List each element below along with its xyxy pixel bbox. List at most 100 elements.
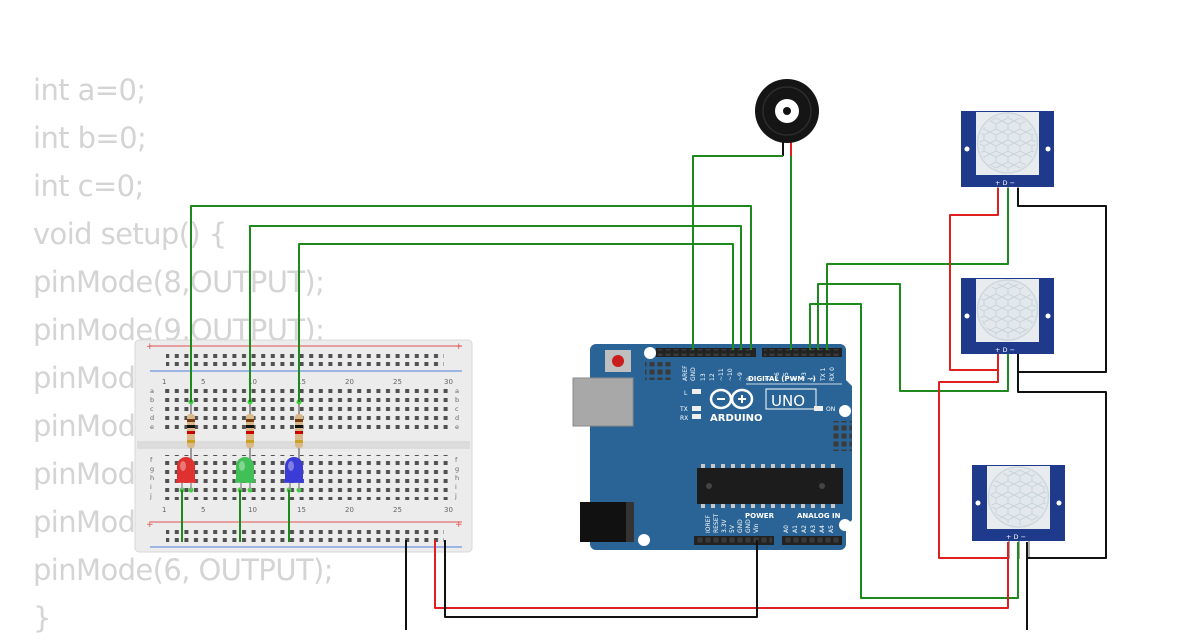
row-letter: f xyxy=(150,456,153,464)
led-green xyxy=(235,457,255,490)
code-line: pinMode(6, OUTPUT); xyxy=(33,553,334,587)
wire-pir2-ground xyxy=(1017,354,1107,559)
wire-pir-power xyxy=(949,188,999,371)
power-pin-label: GND xyxy=(737,519,744,533)
code-line: int b=0; xyxy=(33,121,147,155)
led-red xyxy=(176,457,196,490)
row-letter: e xyxy=(455,423,459,431)
analog-pin-label: A0 xyxy=(783,525,790,533)
mounting-hole xyxy=(638,534,650,546)
resistor xyxy=(246,402,254,460)
digital-pin-label: ~9 xyxy=(737,372,744,381)
chip-pin xyxy=(811,504,815,508)
chip-pin xyxy=(831,464,835,468)
breadboard-holes-bottom xyxy=(160,455,450,500)
chip-pin xyxy=(831,504,835,508)
power-pin-label: Vin xyxy=(753,523,760,533)
power-pin-label: GND xyxy=(745,519,752,533)
row-letter: i xyxy=(455,483,457,491)
column-number: 10 xyxy=(248,506,257,514)
wire-pir3-signal xyxy=(809,303,1019,599)
column-number: 30 xyxy=(444,506,453,514)
mounting-hole xyxy=(839,405,851,417)
row-letter: j xyxy=(454,492,457,500)
pir-pin-labels: + D − xyxy=(1006,533,1026,541)
column-number: 1 xyxy=(162,506,166,514)
row-letter: g xyxy=(455,465,459,473)
digital-pin-label: 2 xyxy=(810,377,817,381)
wire-led-red-signal xyxy=(190,205,752,402)
chip-pin xyxy=(731,464,735,468)
rail-plus-icon: + xyxy=(455,342,463,352)
chip-pin xyxy=(711,464,715,468)
column-number: 15 xyxy=(297,506,306,514)
row-letter: h xyxy=(455,474,459,482)
chip-pin xyxy=(781,464,785,468)
digital-pin-label: 12 xyxy=(709,373,716,381)
analog-pin-label: A3 xyxy=(810,525,817,533)
microcontroller-chip xyxy=(697,468,843,504)
analog-pin-label: A5 xyxy=(828,525,835,533)
wire-led-green-signal xyxy=(249,225,742,402)
arduino-brand: ARDUINO xyxy=(710,413,762,424)
resistor xyxy=(295,402,303,460)
chip-pin xyxy=(771,504,775,508)
led-blue xyxy=(284,457,304,490)
digital-label: DIGITAL (PWM ~) xyxy=(748,375,816,383)
wire-pir1-signal xyxy=(826,188,1009,350)
chip-pin xyxy=(781,504,785,508)
chip-pin xyxy=(801,464,805,468)
arduino-model: UNO xyxy=(771,392,805,410)
chip-pin xyxy=(731,504,735,508)
column-number: 1 xyxy=(162,378,166,386)
chip-pin xyxy=(721,464,725,468)
chip-pin xyxy=(741,504,745,508)
digital-pin-label: 4 xyxy=(792,377,799,381)
arduino-infinity-logo xyxy=(709,388,754,410)
column-number: 5 xyxy=(201,378,205,386)
led-tx xyxy=(692,406,701,411)
power-pin-label: 5V xyxy=(729,524,736,533)
chip-pin xyxy=(771,464,775,468)
wire-pir-power xyxy=(938,354,1008,559)
chip-pin xyxy=(791,464,795,468)
power-jack xyxy=(580,502,634,542)
chip-pin xyxy=(821,504,825,508)
digital-pin-label: ~11 xyxy=(718,368,725,381)
chip-pin xyxy=(811,464,815,468)
led-tx-label: TX xyxy=(679,406,688,413)
led-rx-label: RX xyxy=(680,415,688,422)
breadboard-holes-top xyxy=(160,386,450,431)
pir-pin-labels: + D − xyxy=(995,346,1015,354)
rail-plus-icon: + xyxy=(146,342,154,352)
column-number: 25 xyxy=(393,506,402,514)
wire-5v-power xyxy=(434,540,1009,609)
row-letter: j xyxy=(149,492,152,500)
row-letter: a xyxy=(455,387,459,395)
led-l-label: L xyxy=(684,390,688,397)
row-letter: c xyxy=(150,405,154,413)
row-letter: d xyxy=(455,414,459,422)
code-line: int c=0; xyxy=(33,169,144,203)
led-rx xyxy=(692,414,701,419)
chip-pin xyxy=(791,504,795,508)
power-pin-label: RESET xyxy=(713,513,720,533)
digital-pin-label: RX 0 xyxy=(829,367,836,381)
usb-port xyxy=(572,377,634,427)
code-line: int a=0; xyxy=(33,73,146,107)
row-letter: h xyxy=(150,474,154,482)
row-letter: b xyxy=(455,396,459,404)
chip-pin xyxy=(741,464,745,468)
chip-pin xyxy=(761,464,765,468)
digital-pin-label: ~3 xyxy=(801,372,808,381)
column-number: 20 xyxy=(345,378,354,386)
rail-holes-bottom xyxy=(166,527,444,543)
analog-pin-label: A4 xyxy=(819,525,826,533)
analog-pin-label: A2 xyxy=(801,525,808,533)
analog-pin-label: A1 xyxy=(792,525,799,533)
digital-pin-label: ~5 xyxy=(783,372,790,381)
digital-pin-label: TX 1 xyxy=(820,367,827,382)
icsp-header xyxy=(832,421,852,451)
code-line: void setup() { xyxy=(33,217,227,251)
